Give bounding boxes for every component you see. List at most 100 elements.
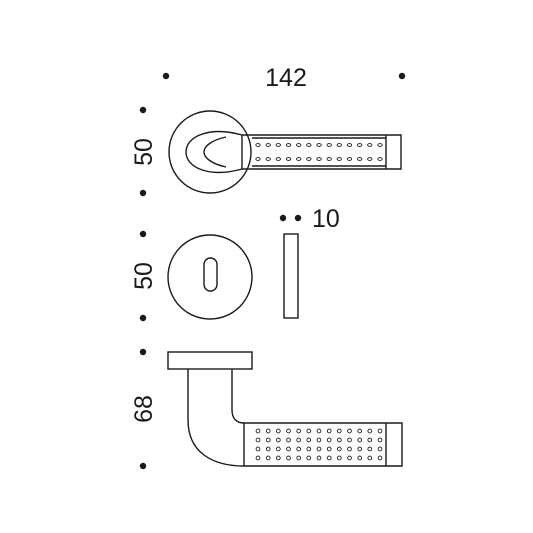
perforation-hole — [367, 143, 373, 147]
perforation-hole — [377, 157, 383, 161]
perforation-hole — [306, 157, 312, 161]
perforation-hole — [255, 157, 261, 161]
perforation-hole — [255, 143, 261, 147]
perforation-hole — [357, 157, 363, 161]
rose-dim-dot-top — [139, 106, 147, 114]
perforation-hole — [326, 455, 332, 461]
perforation-hole — [377, 428, 383, 434]
escutcheon-side-rect — [283, 233, 299, 319]
perforation-hole — [306, 143, 312, 147]
perforation-hole — [275, 446, 281, 452]
top-rose-plate — [167, 351, 253, 370]
perforation-hole — [336, 428, 342, 434]
escutcheon-height-label: 50 — [130, 262, 158, 290]
perforation-hole — [326, 437, 332, 443]
perforation-hole — [285, 157, 292, 161]
lever-neck — [185, 130, 243, 174]
perforation-hole — [336, 455, 342, 461]
rose-height-label: 50 — [130, 138, 158, 166]
lever-height-dimension: 68 — [130, 348, 158, 470]
perforation-hole — [275, 455, 281, 461]
perforation-hole — [286, 455, 291, 461]
perforation-hole — [357, 446, 363, 452]
perforation-hole — [316, 157, 322, 161]
width-dimension: 142 — [162, 64, 406, 92]
thickness-dimension: 10 — [279, 205, 340, 233]
perforation-hole — [306, 428, 312, 434]
perforation-hole — [367, 446, 373, 452]
thickness-label: 10 — [312, 205, 340, 233]
perforation-hole — [296, 446, 302, 452]
perforation-hole — [346, 143, 353, 147]
perforation-hole — [357, 143, 363, 147]
escutcheon-dim-dot-top — [139, 230, 147, 238]
perforation-hole — [316, 455, 322, 461]
key-escutcheon — [167, 234, 253, 320]
perforation-hole — [367, 437, 373, 443]
perforation-hole — [275, 143, 281, 147]
escutcheon-outer — [167, 234, 253, 320]
perforation-hole — [296, 428, 302, 434]
perforation-hole — [306, 446, 312, 452]
perforation-hole — [357, 455, 363, 461]
perforation-hole — [255, 446, 261, 452]
thickness-dim-dot-left — [279, 214, 287, 222]
perforation-hole — [316, 446, 322, 452]
perforation-hole — [377, 143, 383, 147]
perforation-hole — [346, 157, 353, 161]
perforation-hole — [316, 143, 322, 147]
rose-height-dimension: 50 — [130, 106, 158, 197]
lever-bar — [242, 134, 402, 170]
perforation-hole — [265, 157, 271, 161]
perforation-hole — [265, 446, 271, 452]
perforation-hole — [367, 455, 373, 461]
width-dim-dot-right — [398, 72, 406, 80]
perforation-hole — [286, 428, 291, 434]
perforation-hole — [286, 446, 291, 452]
perforation-hole — [347, 446, 352, 452]
escutcheon-dim-dot-bottom — [139, 314, 147, 322]
perforation-hole — [296, 157, 302, 161]
perforation-hole — [296, 455, 302, 461]
perforation-hole — [326, 428, 332, 434]
lever-front-view — [168, 110, 402, 194]
perforation-hole — [316, 437, 322, 443]
lever-top-perforations — [255, 428, 383, 461]
escutcheon-height-dimension: 50 — [130, 230, 158, 322]
perforation-hole — [316, 428, 322, 434]
top-lever-outline — [187, 369, 403, 467]
perforation-hole — [336, 446, 342, 452]
perforation-hole — [326, 143, 332, 147]
lever-top-view — [167, 351, 403, 467]
perforation-hole — [286, 437, 291, 443]
keyhole-slot — [203, 257, 218, 292]
escutcheon-side-profile — [283, 233, 299, 319]
perforation-hole — [255, 455, 261, 461]
perforation-hole — [377, 455, 383, 461]
perforation-hole — [265, 455, 271, 461]
perforation-hole — [326, 157, 332, 161]
perforation-hole — [296, 437, 302, 443]
lever-neck-inner — [203, 136, 227, 168]
perforation-hole — [347, 428, 352, 434]
perforation-hole — [347, 437, 352, 443]
lever-dim-dot-bottom — [139, 462, 147, 470]
perforation-hole — [377, 446, 383, 452]
perforation-hole — [275, 157, 281, 161]
lever-dim-dot-top — [139, 348, 147, 356]
perforation-hole — [265, 143, 271, 147]
width-dimension-label: 142 — [265, 64, 307, 92]
perforation-hole — [336, 157, 342, 161]
perforation-hole — [255, 437, 261, 443]
perforation-hole — [275, 428, 281, 434]
perforation-hole — [265, 437, 271, 443]
perforation-hole — [306, 455, 312, 461]
rose-dim-dot-bottom — [139, 189, 147, 197]
lever-front-perforations — [255, 143, 383, 161]
perforation-hole — [255, 428, 261, 434]
lever-height-label: 68 — [130, 395, 158, 423]
perforation-hole — [326, 446, 332, 452]
perforation-hole — [357, 428, 363, 434]
perforation-hole — [275, 437, 281, 443]
perforation-hole — [336, 437, 342, 443]
